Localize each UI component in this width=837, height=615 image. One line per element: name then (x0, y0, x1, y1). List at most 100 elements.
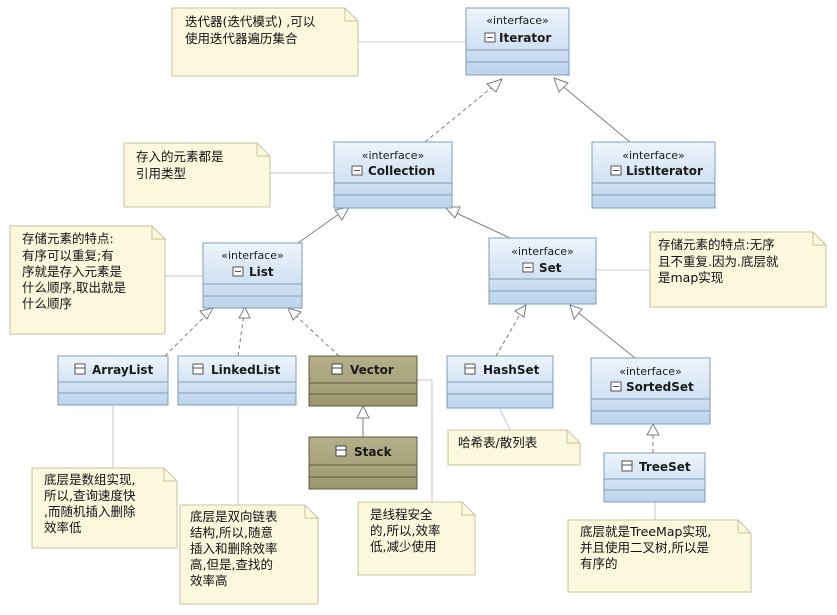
class-vector[interactable]: Vector (308, 355, 418, 407)
sorted-set-stereotype: «interface» (619, 365, 682, 378)
vector-name: Vector (350, 363, 394, 377)
note-collection-line-1: 引用类型 (136, 166, 186, 181)
note-list-line-0: 存储元素的特点: (22, 231, 114, 246)
tree-set-name: TreeSet (639, 460, 691, 474)
note-vector: 是线程安全 的,所以,效率 低,减少使用 (357, 501, 476, 576)
note-list: 存储元素的特点: 有序可以重复;有 序就是存入元素是 什么顺序,取出就是 什么顺… (9, 225, 166, 335)
note-linked-list-line-4: 效率高 (190, 573, 228, 588)
set-stereotype: «interface» (511, 245, 574, 258)
interface-icon (351, 165, 363, 176)
note-linked-list-line-2: 插入和删除效率 (190, 541, 278, 556)
note-array-list-line-1: 所以,查询速度快 (44, 488, 136, 503)
class-tree-set[interactable]: TreeSet (603, 452, 706, 503)
hash-set-name: HashSet (483, 363, 540, 377)
interface-icon (522, 262, 534, 273)
note-vector-line-1: 的,所以,效率 (370, 523, 440, 538)
class-iterator[interactable]: «interface» Iterator (465, 7, 570, 76)
note-array-list-line-2: ,而随机插入删除 (44, 504, 136, 519)
note-collection: 存入的元素都是 引用类型 (123, 142, 271, 208)
array-list-name: ArrayList (92, 363, 154, 377)
arrowhead-list-2 (238, 305, 251, 319)
note-list-line-4: 什么顺序 (22, 296, 72, 311)
note-vector-line-2: 低,减少使用 (370, 539, 436, 554)
interface-icon (610, 165, 622, 176)
edge-linkedlist-list (237, 313, 245, 357)
note-hash-set-line-0: 哈希表/散列表 (458, 435, 538, 450)
note-array-list-line-3: 效率低 (44, 520, 82, 535)
note-tree-set: 底层就是TreeMap实现, 并且使用二叉树,所以是 有序的 (567, 519, 752, 593)
list-name: List (249, 265, 274, 279)
list-stereotype: «interface» (221, 249, 284, 262)
edge-set-collection (451, 210, 511, 239)
class-list[interactable]: «interface» List (202, 242, 303, 309)
note-set-line-1: 且不重复.因为.底层就 (658, 254, 779, 269)
edge-collection-iterator (424, 83, 497, 143)
note-array-list: 底层是数组实现, 所以,查询速度快 ,而随机插入删除 效率低 (31, 467, 178, 549)
note-list-line-1: 有序可以重复;有 (22, 248, 114, 263)
class-linked-list[interactable]: LinkedList (177, 355, 297, 406)
arrowhead-list-3 (287, 307, 302, 321)
edge-vector-list (292, 312, 340, 357)
class-sorted-set[interactable]: «interface» SortedSet (590, 357, 711, 425)
note-linked-list-line-1: 结构,所以,随意 (190, 525, 273, 540)
note-iterator-line-0: 迭代器(迭代模式) ,可以 (185, 14, 316, 29)
note-set-line-2: 是map实现 (658, 270, 723, 285)
list-iterator-stereotype: «interface» (622, 149, 685, 162)
arrowhead-collection-1 (334, 206, 350, 221)
class-set[interactable]: «interface» Set (488, 237, 597, 305)
interface-icon (484, 32, 496, 43)
edge-list-collection (297, 210, 344, 244)
linked-list-name: LinkedList (211, 363, 281, 377)
note-list-line-3: 什么顺序,取出就是 (22, 280, 126, 295)
class-hash-set[interactable]: HashSet (446, 355, 554, 409)
arrowhead-set-2 (569, 304, 583, 321)
class-stack[interactable]: Stack (308, 436, 418, 490)
note-tree-set-line-1: 并且使用二叉树,所以是 (580, 540, 709, 555)
class-icon (74, 363, 86, 375)
class-list-iterator[interactable]: «interface» ListIterator (591, 141, 716, 209)
class-icon (192, 363, 204, 375)
note-linked-list: 底层是双向链表 结构,所以,随意 插入和删除效率 高,但是,查找的 效率高 (179, 504, 319, 605)
arrowhead-sortedset (646, 422, 660, 436)
note-set: 存储元素的特点:无序 且不重复.因为.底层就 是map实现 (649, 231, 827, 308)
note-linked-list-line-3: 高,但是,查找的 (190, 557, 273, 572)
class-array-list[interactable]: ArrayList (57, 355, 169, 406)
note-array-list-line-0: 底层是数组实现, (44, 472, 135, 487)
class-collection[interactable]: «interface» Collection (333, 141, 453, 209)
edge-sortedset-set (575, 310, 636, 359)
arrowhead-vector (356, 404, 370, 419)
iterator-name: Iterator (499, 31, 551, 45)
note-vector-line-0: 是线程安全 (370, 507, 433, 522)
arrowhead-iterator-2 (553, 77, 569, 93)
class-icon (331, 363, 343, 375)
note-links (112, 41, 656, 520)
arrowhead-collection-2 (443, 206, 461, 219)
interface-icon (610, 381, 622, 392)
class-icon (464, 363, 476, 375)
relationships (164, 77, 660, 453)
arrowhead-list-1 (199, 307, 214, 320)
class-icon (335, 445, 347, 457)
collection-name: Collection (368, 164, 435, 178)
note-collection-line-0: 存入的元素都是 (136, 149, 224, 164)
interface-icon (232, 266, 244, 277)
note-iterator-line-1: 使用迭代器遍历集合 (185, 31, 298, 46)
note-list-line-2: 序就是存入元素是 (22, 264, 123, 279)
arrowhead-set-1 (514, 304, 527, 318)
list-iterator-name: ListIterator (626, 164, 703, 178)
note-tree-set-line-0: 底层就是TreeMap实现, (580, 524, 711, 539)
note-iterator: 迭代器(迭代模式) ,可以 使用迭代器遍历集合 (171, 7, 359, 77)
sorted-set-name: SortedSet (626, 380, 694, 394)
note-linked-list-line-0: 底层是双向链表 (190, 509, 278, 524)
stack-name: Stack (354, 445, 393, 459)
edge-hashset-set (495, 310, 523, 357)
class-icon (621, 460, 633, 472)
edge-arraylist-list (164, 312, 209, 357)
note-set-line-0: 存储元素的特点:无序 (658, 237, 775, 252)
collection-stereotype: «interface» (362, 149, 425, 162)
iterator-stereotype: «interface» (486, 14, 549, 27)
note-tree-set-line-2: 有序的 (580, 556, 618, 571)
edge-listiterator-iterator (559, 83, 631, 143)
arrowhead-iterator-1 (486, 78, 503, 93)
